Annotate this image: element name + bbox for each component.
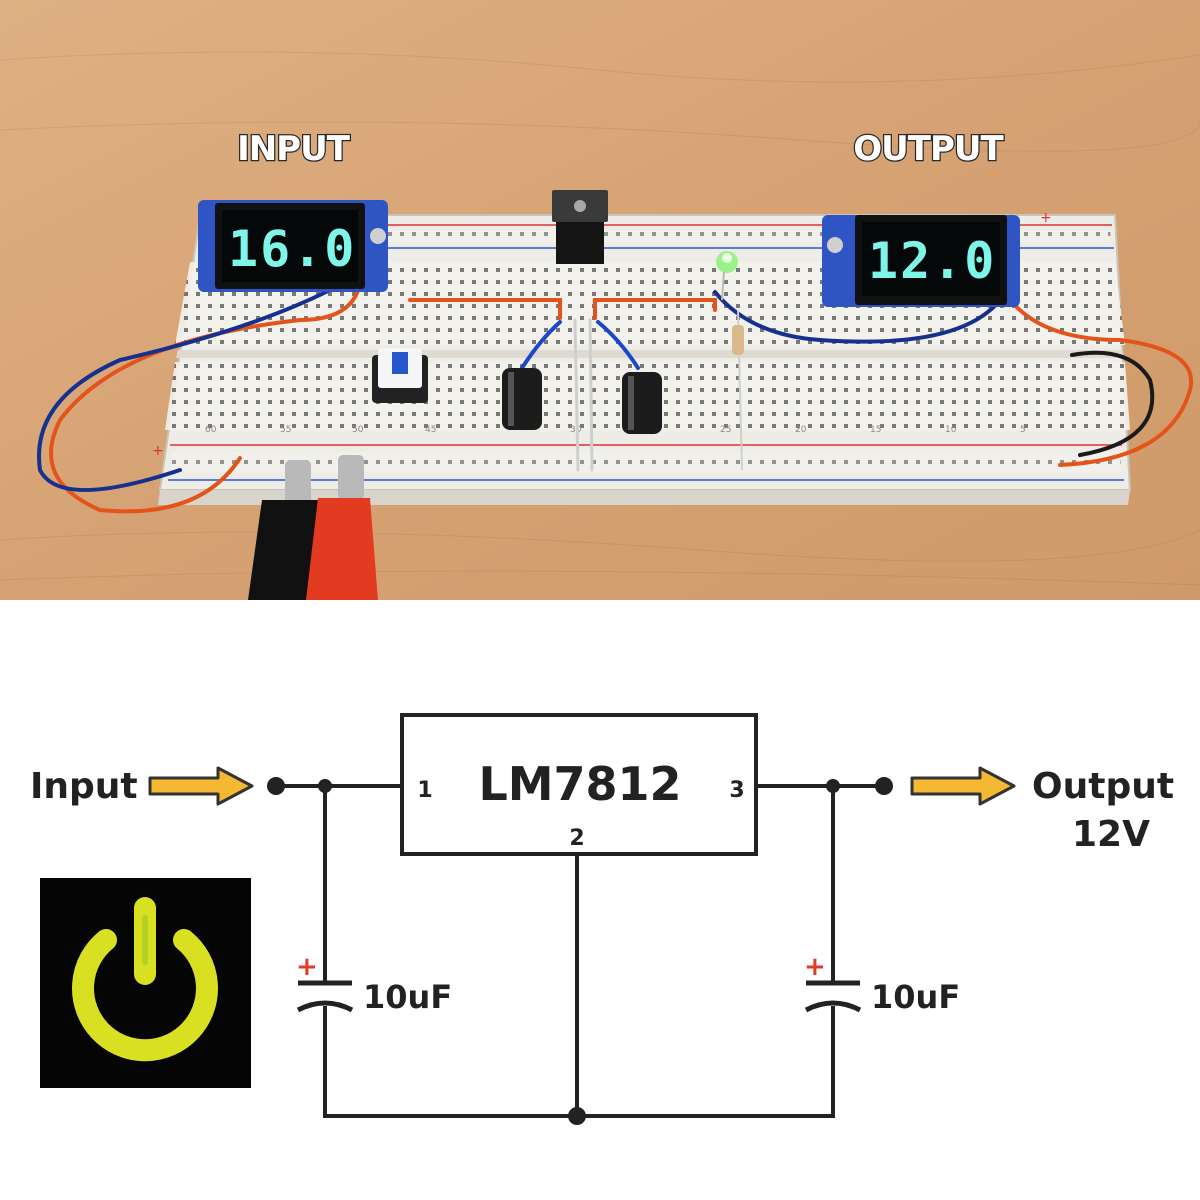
- breadboard-photo: 60 55 50 45 30 25 20 15 10 5 + +: [0, 0, 1200, 600]
- regulator-ic: [552, 190, 608, 264]
- svg-text:60: 60: [205, 425, 217, 435]
- input-voltmeter: 16.0: [198, 200, 388, 292]
- output-wire: [756, 777, 893, 983]
- led: [716, 251, 738, 301]
- alligator-clip-red: [306, 455, 378, 600]
- regulator-name: LM7812: [478, 757, 681, 811]
- schematic-input-label: Input: [30, 766, 138, 807]
- capacitor-left-symbol: + 10uF: [296, 952, 452, 1016]
- output-voltage-label: 12V: [1072, 814, 1150, 855]
- output-voltmeter: 12.0: [822, 215, 1020, 307]
- svg-text:20: 20: [795, 425, 807, 435]
- output-arrow-icon: [910, 766, 1016, 806]
- cap-right-polarity: +: [804, 952, 826, 982]
- power-icon: [40, 878, 251, 1088]
- svg-text:25: 25: [720, 425, 731, 435]
- pin1-label: 1: [417, 778, 432, 803]
- input-wire: [267, 777, 402, 983]
- input-label: INPUT: [237, 129, 351, 169]
- wires: [37, 253, 1194, 514]
- svg-text:50: 50: [352, 425, 364, 435]
- svg-text:+: +: [1040, 210, 1052, 226]
- circuit-schematic: Input LM7812 1 3 2 Output 12V + 10u: [0, 600, 1200, 1200]
- ground-wire: [323, 854, 835, 1125]
- capacitor-right: [622, 372, 662, 434]
- output-voltage-display: 12.0: [868, 232, 996, 290]
- resistor: [732, 309, 744, 471]
- pin2-label: 2: [569, 826, 584, 851]
- svg-text:55: 55: [280, 425, 291, 435]
- capacitor-right-symbol: + 10uF: [804, 952, 960, 1016]
- output-label: OUTPUT: [853, 129, 1004, 169]
- alligator-clip-black: [248, 460, 320, 600]
- regulator-block: LM7812 1 3 2: [400, 713, 758, 856]
- capacitor-left: [502, 368, 542, 430]
- input-arrow-icon: [148, 766, 254, 806]
- pin3-label: 3: [729, 778, 744, 803]
- cap-right-value: 10uF: [871, 978, 960, 1016]
- svg-text:+: +: [152, 443, 164, 459]
- cap-left-value: 10uF: [363, 978, 452, 1016]
- input-voltage-display: 16.0: [228, 220, 356, 278]
- svg-text:15: 15: [870, 425, 881, 435]
- svg-text:5: 5: [1020, 425, 1026, 435]
- cap-left-polarity: +: [296, 952, 318, 982]
- push-button: [372, 348, 428, 403]
- svg-text:10: 10: [945, 425, 957, 435]
- schematic-output-label: Output: [1032, 766, 1174, 807]
- svg-text:45: 45: [425, 425, 436, 435]
